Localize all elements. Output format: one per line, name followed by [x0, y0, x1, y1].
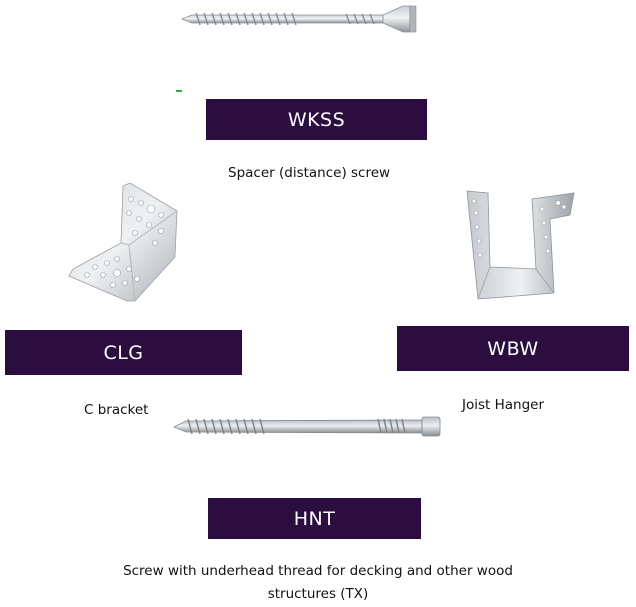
decking-screw-image: [173, 416, 441, 437]
hnt-label: HNT: [208, 498, 421, 539]
angle-bracket-image: [68, 183, 178, 302]
hnt-description: Screw with underhead thread for decking …: [123, 563, 513, 602]
wkss-label: WKSS: [206, 99, 427, 140]
wbw-label: WBW: [397, 326, 629, 371]
clg-label: CLG: [5, 330, 242, 375]
green-mark: [176, 90, 182, 92]
wkss-description: Spacer (distance) screw: [228, 165, 391, 181]
spacer-screw-image: [180, 5, 417, 33]
wbw-description: Joist Hanger: [462, 397, 545, 413]
joist-hanger-image: [466, 190, 575, 300]
clg-description: C bracket: [84, 402, 149, 418]
